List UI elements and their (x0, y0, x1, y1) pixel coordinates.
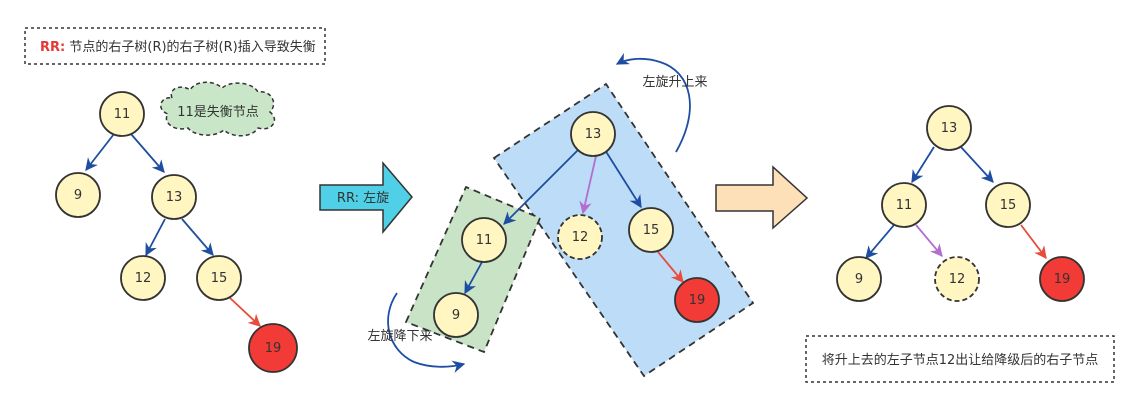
rotate-up-arrow (615, 53, 691, 153)
node-label: 11 (114, 107, 131, 122)
tree-node: 9 (55, 172, 101, 218)
edge (915, 224, 943, 257)
title-text: 节点的右子树(R)的右子树(R)插入导致失衡 (65, 39, 316, 55)
edge (181, 218, 214, 256)
edge (503, 149, 579, 225)
edge (130, 133, 165, 173)
edge (911, 146, 935, 184)
tree-node: 13 (570, 111, 616, 157)
edge (657, 251, 684, 283)
tree-node-inserted: 19 (248, 323, 298, 373)
edge (464, 261, 483, 295)
edge (229, 297, 261, 327)
edge (85, 133, 115, 171)
edge (1020, 224, 1047, 260)
tree-node-moved: 12 (934, 256, 980, 302)
rotate-up-label: 左旋升上来 (642, 75, 707, 90)
node-label: 19 (265, 341, 282, 356)
title-box: RR: 节点的右子树(R)的右子树(R)插入导致失衡 (24, 27, 326, 65)
imbalance-cloud: 11是失衡节点 (160, 81, 276, 137)
note-text: 将升上去的左子节点12出让给降级后的右子节点 (822, 352, 1099, 368)
edge (604, 149, 642, 209)
tree-middle: 左旋升上来 左旋降下来 13 11 12 15 9 (367, 53, 755, 378)
rotate-down-label: 左旋降下来 (367, 329, 432, 344)
tree-node: 15 (196, 255, 242, 301)
node-label: 13 (585, 127, 602, 142)
rotation-arrow-label: RR: 左旋 (337, 191, 389, 206)
tree-node: 11 (99, 91, 145, 137)
node-label: 12 (949, 272, 966, 287)
tree-node: 12 (120, 255, 166, 301)
edge (579, 155, 597, 215)
node-label: 15 (643, 223, 660, 238)
node-label: 11 (476, 233, 493, 248)
tree-node: 9 (836, 256, 882, 302)
node-label: 9 (74, 188, 82, 203)
node-label: 12 (135, 271, 152, 286)
rotation-arrow: RR: 左旋 (319, 160, 413, 235)
title-prefix: RR: (40, 40, 65, 55)
node-label: 9 (855, 272, 863, 287)
tree-node-inserted: 19 (674, 277, 720, 323)
edge (145, 218, 166, 257)
tree-node: 13 (926, 105, 972, 151)
edge (865, 224, 895, 259)
node-label: 15 (211, 271, 228, 286)
tree-after: 13 11 15 9 12 19 (836, 105, 1085, 302)
tree-node: 11 (881, 182, 927, 228)
node-label: 19 (689, 293, 706, 308)
node-label: 15 (1000, 198, 1017, 213)
result-arrow (715, 165, 809, 230)
tree-node: 9 (433, 292, 479, 338)
cloud-label: 11是失衡节点 (177, 105, 259, 120)
rotate-down-arrow (387, 292, 466, 373)
node-label: 12 (572, 230, 589, 245)
node-label: 13 (166, 190, 183, 205)
note-box: 将升上去的左子节点12出让给降级后的右子节点 (805, 335, 1115, 383)
edge (960, 146, 994, 183)
tree-node: 15 (628, 207, 674, 253)
tree-node: 11 (461, 217, 507, 263)
node-label: 19 (1054, 272, 1071, 287)
tree-node-inserted: 19 (1039, 256, 1085, 302)
tree-node: 13 (151, 174, 197, 220)
node-label: 13 (941, 121, 958, 136)
tree-node: 15 (985, 182, 1031, 228)
node-label: 11 (896, 198, 913, 213)
tree-node-moved: 12 (557, 214, 603, 260)
svg-text:RR: 节点的右子树(R)的右子树(R)插入导致失衡: RR: 节点的右子树(R)的右子树(R)插入导致失衡 (40, 39, 316, 55)
node-label: 9 (452, 308, 460, 323)
tree-before: 11 9 13 12 15 19 (55, 91, 298, 373)
